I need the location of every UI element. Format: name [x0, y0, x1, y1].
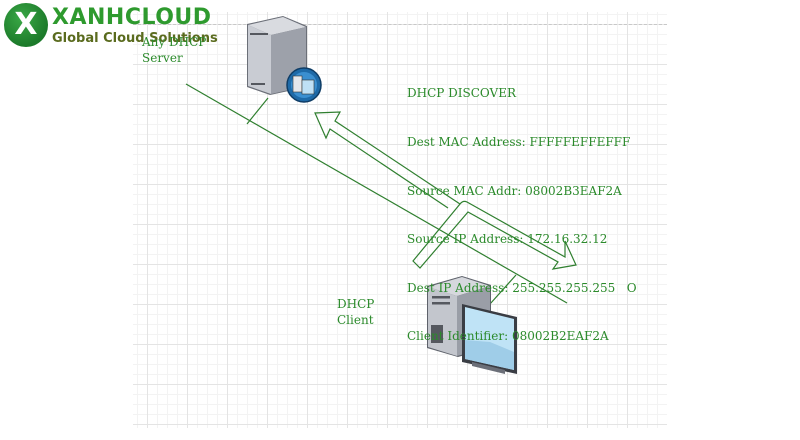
packet-field: Source MAC Addr: 08002B3EAF2A — [407, 183, 637, 199]
server-label-line2: Server — [142, 51, 183, 65]
logo-badge — [4, 3, 48, 47]
server-connector-line — [246, 97, 269, 125]
packet-field: Dest MAC Address: FFFFFEFFEFFF — [407, 134, 637, 150]
packet-field: Source IP Address: 172.16.32.12 — [407, 231, 637, 247]
field-label: Source IP Address: — [407, 232, 524, 247]
background-grid — [133, 12, 667, 428]
field-value: 08002B3EAF2A — [525, 183, 622, 198]
packet-field: Dest IP Address: 255.255.255.255 O — [407, 280, 637, 296]
brand-name: XANHCLOUD — [52, 5, 212, 30]
field-label: Dest MAC Address: — [407, 135, 526, 150]
field-value: FFFFFEFFEFFF — [529, 135, 631, 150]
field-value: 08002B2EAF2A — [511, 329, 609, 344]
client-label-line2: Client — [337, 313, 374, 327]
dashed-guide-line — [133, 24, 667, 25]
brand-logo[interactable]: X XANHCLOUD Global Cloud Solutions — [4, 3, 234, 53]
packet-field: Client Identifier: 08002B2EAF2A — [407, 328, 637, 344]
client-connector-line — [489, 274, 517, 305]
field-label: Source MAC Addr: — [407, 183, 522, 198]
field-value: 255.255.255.255 O — [512, 280, 637, 295]
broadcast-arrow — [412, 200, 577, 270]
server-label-line1: Any DHCP — [142, 35, 207, 49]
packet-title: DHCP DISCOVER — [407, 86, 517, 101]
client-label: DHCP Client — [337, 296, 374, 328]
x-logo-icon: X — [14, 7, 38, 42]
field-label: Client Identifier: — [407, 329, 509, 344]
field-label: Dest IP Address: — [407, 280, 509, 295]
client-computer-icon[interactable] — [427, 276, 517, 374]
broadcast-arrow-upper-branch — [314, 111, 461, 209]
brand-tagline: Global Cloud Solutions — [52, 31, 218, 46]
dhcp-server-icon[interactable] — [247, 16, 322, 103]
client-label-line1: DHCP — [337, 297, 375, 311]
packet-info: DHCP DISCOVER Dest MAC Address: FFFFFEFF… — [407, 53, 637, 377]
field-value: 172.16.32.12 — [527, 232, 608, 247]
server-label: Any DHCP Server — [142, 34, 206, 66]
